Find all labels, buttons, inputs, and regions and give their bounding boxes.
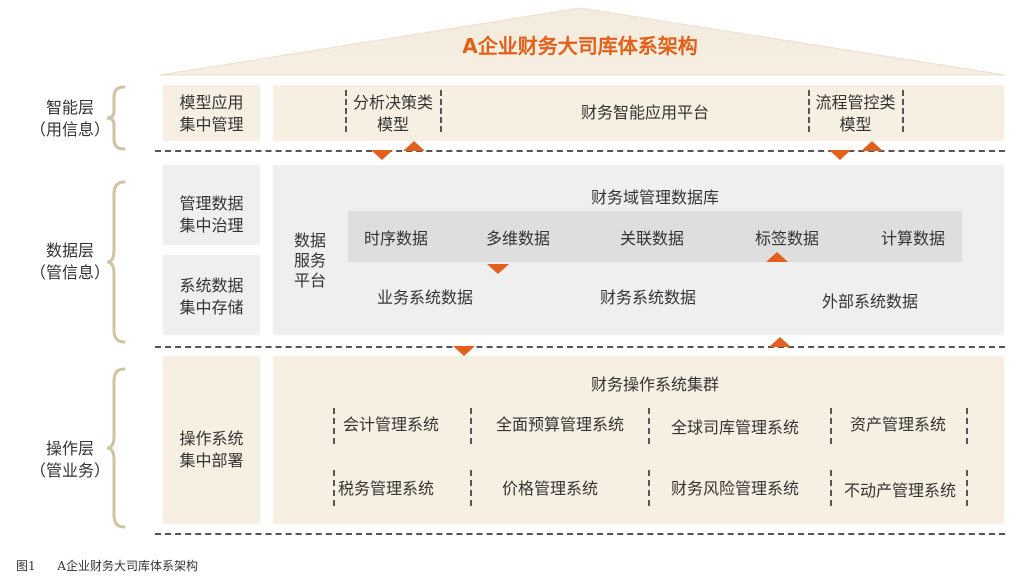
roof (159, 7, 1006, 76)
arrow-down-icon (371, 150, 393, 160)
db-item: 关联数据 (619, 229, 684, 248)
database-title: 财务域管理数据库 (590, 188, 719, 207)
data-left1-line2: 集中治理 (179, 216, 244, 235)
divider (830, 408, 832, 444)
intelligence-left-line2: 集中管理 (179, 115, 244, 134)
divider (470, 470, 472, 506)
brace-icon (106, 85, 126, 151)
layer-name: 操作层 (45, 439, 94, 458)
layer-label-intelligence: 智能层 （用信息） (22, 97, 118, 141)
separator (155, 346, 1005, 348)
divider (333, 470, 335, 506)
separator (155, 150, 1005, 152)
divider (470, 408, 472, 444)
operation-main-box (273, 356, 1004, 524)
data-left1-line1: 管理数据 (179, 194, 244, 213)
operation-left-box (163, 356, 260, 524)
source-item: 业务系统数据 (376, 288, 473, 307)
layer-name: 数据层 (45, 241, 94, 260)
data-service-line3: 平台 (293, 271, 326, 290)
model-analysis-line2: 模型 (376, 115, 409, 134)
divider (966, 408, 968, 444)
divider (966, 470, 968, 506)
system-item: 价格管理系统 (501, 479, 598, 498)
divider (440, 90, 442, 132)
model-process-line2: 模型 (839, 115, 872, 134)
system-item: 资产管理系统 (849, 415, 946, 434)
model-process-line1: 流程管控类 (815, 93, 896, 112)
operation-left-line1: 操作系统 (179, 429, 244, 448)
system-item: 财务风险管理系统 (670, 479, 799, 498)
db-item: 计算数据 (880, 229, 945, 248)
database-bar (348, 211, 962, 262)
layer-sub: （用信息） (29, 120, 110, 139)
db-item: 时序数据 (363, 229, 428, 248)
divider (830, 470, 832, 506)
divider (648, 408, 650, 444)
figure-caption: 图1 A企业财务大司库体系架构 (16, 557, 198, 574)
separator (155, 533, 1005, 535)
figure-number: 图1 (16, 559, 36, 573)
divider (902, 90, 904, 132)
divider (808, 90, 810, 132)
system-item: 全球司库管理系统 (670, 418, 799, 437)
data-left1-box (163, 165, 260, 245)
arrow-down-icon (487, 264, 509, 274)
cluster-title: 财务操作系统集群 (590, 375, 719, 394)
brace-icon (106, 367, 126, 529)
data-service-line2: 服务 (293, 251, 326, 270)
divider (345, 90, 347, 132)
data-left2-line2: 集中存储 (179, 298, 244, 317)
layer-name: 智能层 (45, 98, 94, 117)
layer-label-data: 数据层 （管信息） (22, 240, 118, 284)
db-item: 标签数据 (754, 229, 819, 248)
operation-left-line2: 集中部署 (179, 451, 244, 470)
intelligence-main-box (273, 85, 1004, 141)
intelligence-left-box (163, 85, 260, 141)
system-item: 会计管理系统 (342, 415, 439, 434)
system-item: 不动产管理系统 (843, 481, 956, 500)
intelligence-platform: 财务智能应用平台 (580, 103, 709, 122)
arrow-up-icon (403, 141, 425, 151)
diagram-title: A企业财务大司库体系架构 (462, 34, 698, 58)
figure-caption-text: A企业财务大司库体系架构 (57, 559, 198, 573)
data-service-line1: 数据 (293, 231, 326, 250)
model-analysis-line1: 分析决策类 (352, 93, 433, 112)
brace-icon (106, 180, 126, 344)
layer-sub: （管信息） (29, 263, 110, 282)
intelligence-left-line1: 模型应用 (179, 93, 244, 112)
arrow-down-icon (829, 150, 851, 160)
source-item: 财务系统数据 (599, 288, 696, 307)
arrow-down-icon (453, 346, 475, 356)
arrow-up-icon (861, 141, 883, 151)
db-item: 多维数据 (485, 229, 550, 248)
data-left2-line1: 系统数据 (179, 276, 244, 295)
layer-sub: （管业务） (29, 461, 110, 480)
system-item: 全面预算管理系统 (495, 415, 624, 434)
system-item: 税务管理系统 (337, 479, 434, 498)
arrow-up-icon (766, 252, 788, 262)
divider (648, 470, 650, 506)
divider (333, 408, 335, 444)
data-left2-box (163, 255, 260, 335)
source-item: 外部系统数据 (821, 292, 918, 311)
arrow-up-icon (769, 337, 791, 347)
layer-label-operation: 操作层 （管业务） (22, 438, 118, 482)
